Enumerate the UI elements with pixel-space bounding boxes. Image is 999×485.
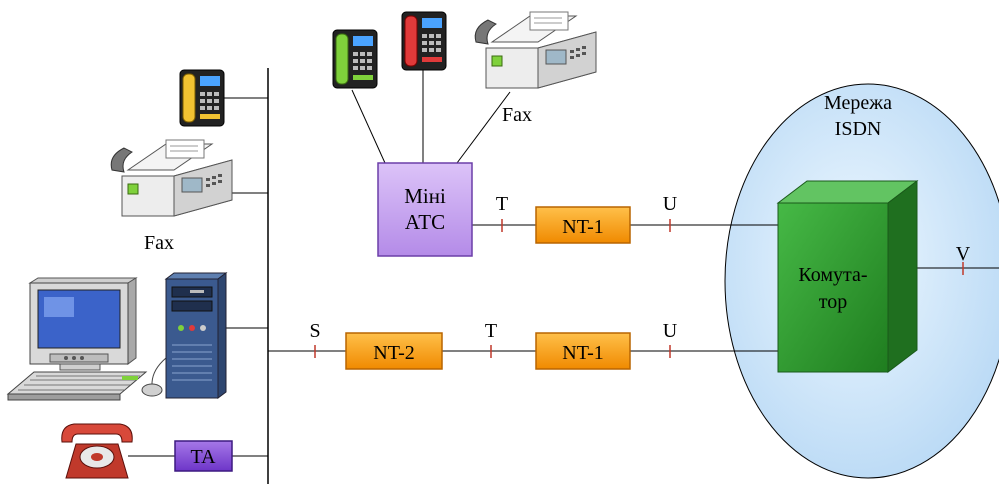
pbx-label-line1: Міні [404,184,446,208]
refpoint-t-bottom: T [485,320,497,342]
refpoint-s: S [309,320,320,342]
phone-red-icon [401,11,447,71]
switch-label-line2: тор [819,291,847,313]
refpoint-v: V [956,243,971,265]
nt2-label: NT-2 [373,342,414,364]
phone-yellow-icon [179,69,225,127]
refpoint-t-top: T [496,193,508,215]
switch-box: Комута- тор [776,179,919,374]
network-title-line2: ISDN [835,118,882,140]
rotary-phone-icon [61,423,133,479]
ta-box: TA [174,440,233,472]
pbx-label-line2: АТС [405,210,445,234]
switch-label-line1: Комута- [798,264,867,286]
network-title-line1: Мережа [824,92,892,114]
keyboard-icon [6,371,148,401]
mouse-icon [141,357,167,397]
fax-top-label: Fax [502,104,532,126]
reference-ticks [314,219,964,358]
nt1-top-label: NT-1 [562,216,603,238]
nt2-box: NT-2 [345,332,443,370]
nt1-bottom-box: NT-1 [535,332,631,370]
fax-left-icon [110,139,233,217]
fax-left-label: Fax [144,232,174,254]
nt1-bottom-label: NT-1 [562,342,603,364]
mini-pbx: Міні АТС [377,162,473,257]
refpoint-u-bottom: U [663,320,678,342]
computer-tower-icon [164,272,228,399]
nt1-top-box: NT-1 [535,206,631,244]
refpoint-u-top: U [663,193,678,215]
monitor-icon [28,277,138,371]
phone-green-icon [332,29,378,89]
line-pbx-phone-green [351,89,386,164]
line-pbx-fax-top [456,91,511,164]
fax-top-icon [474,11,597,89]
ta-label: TA [190,446,216,468]
